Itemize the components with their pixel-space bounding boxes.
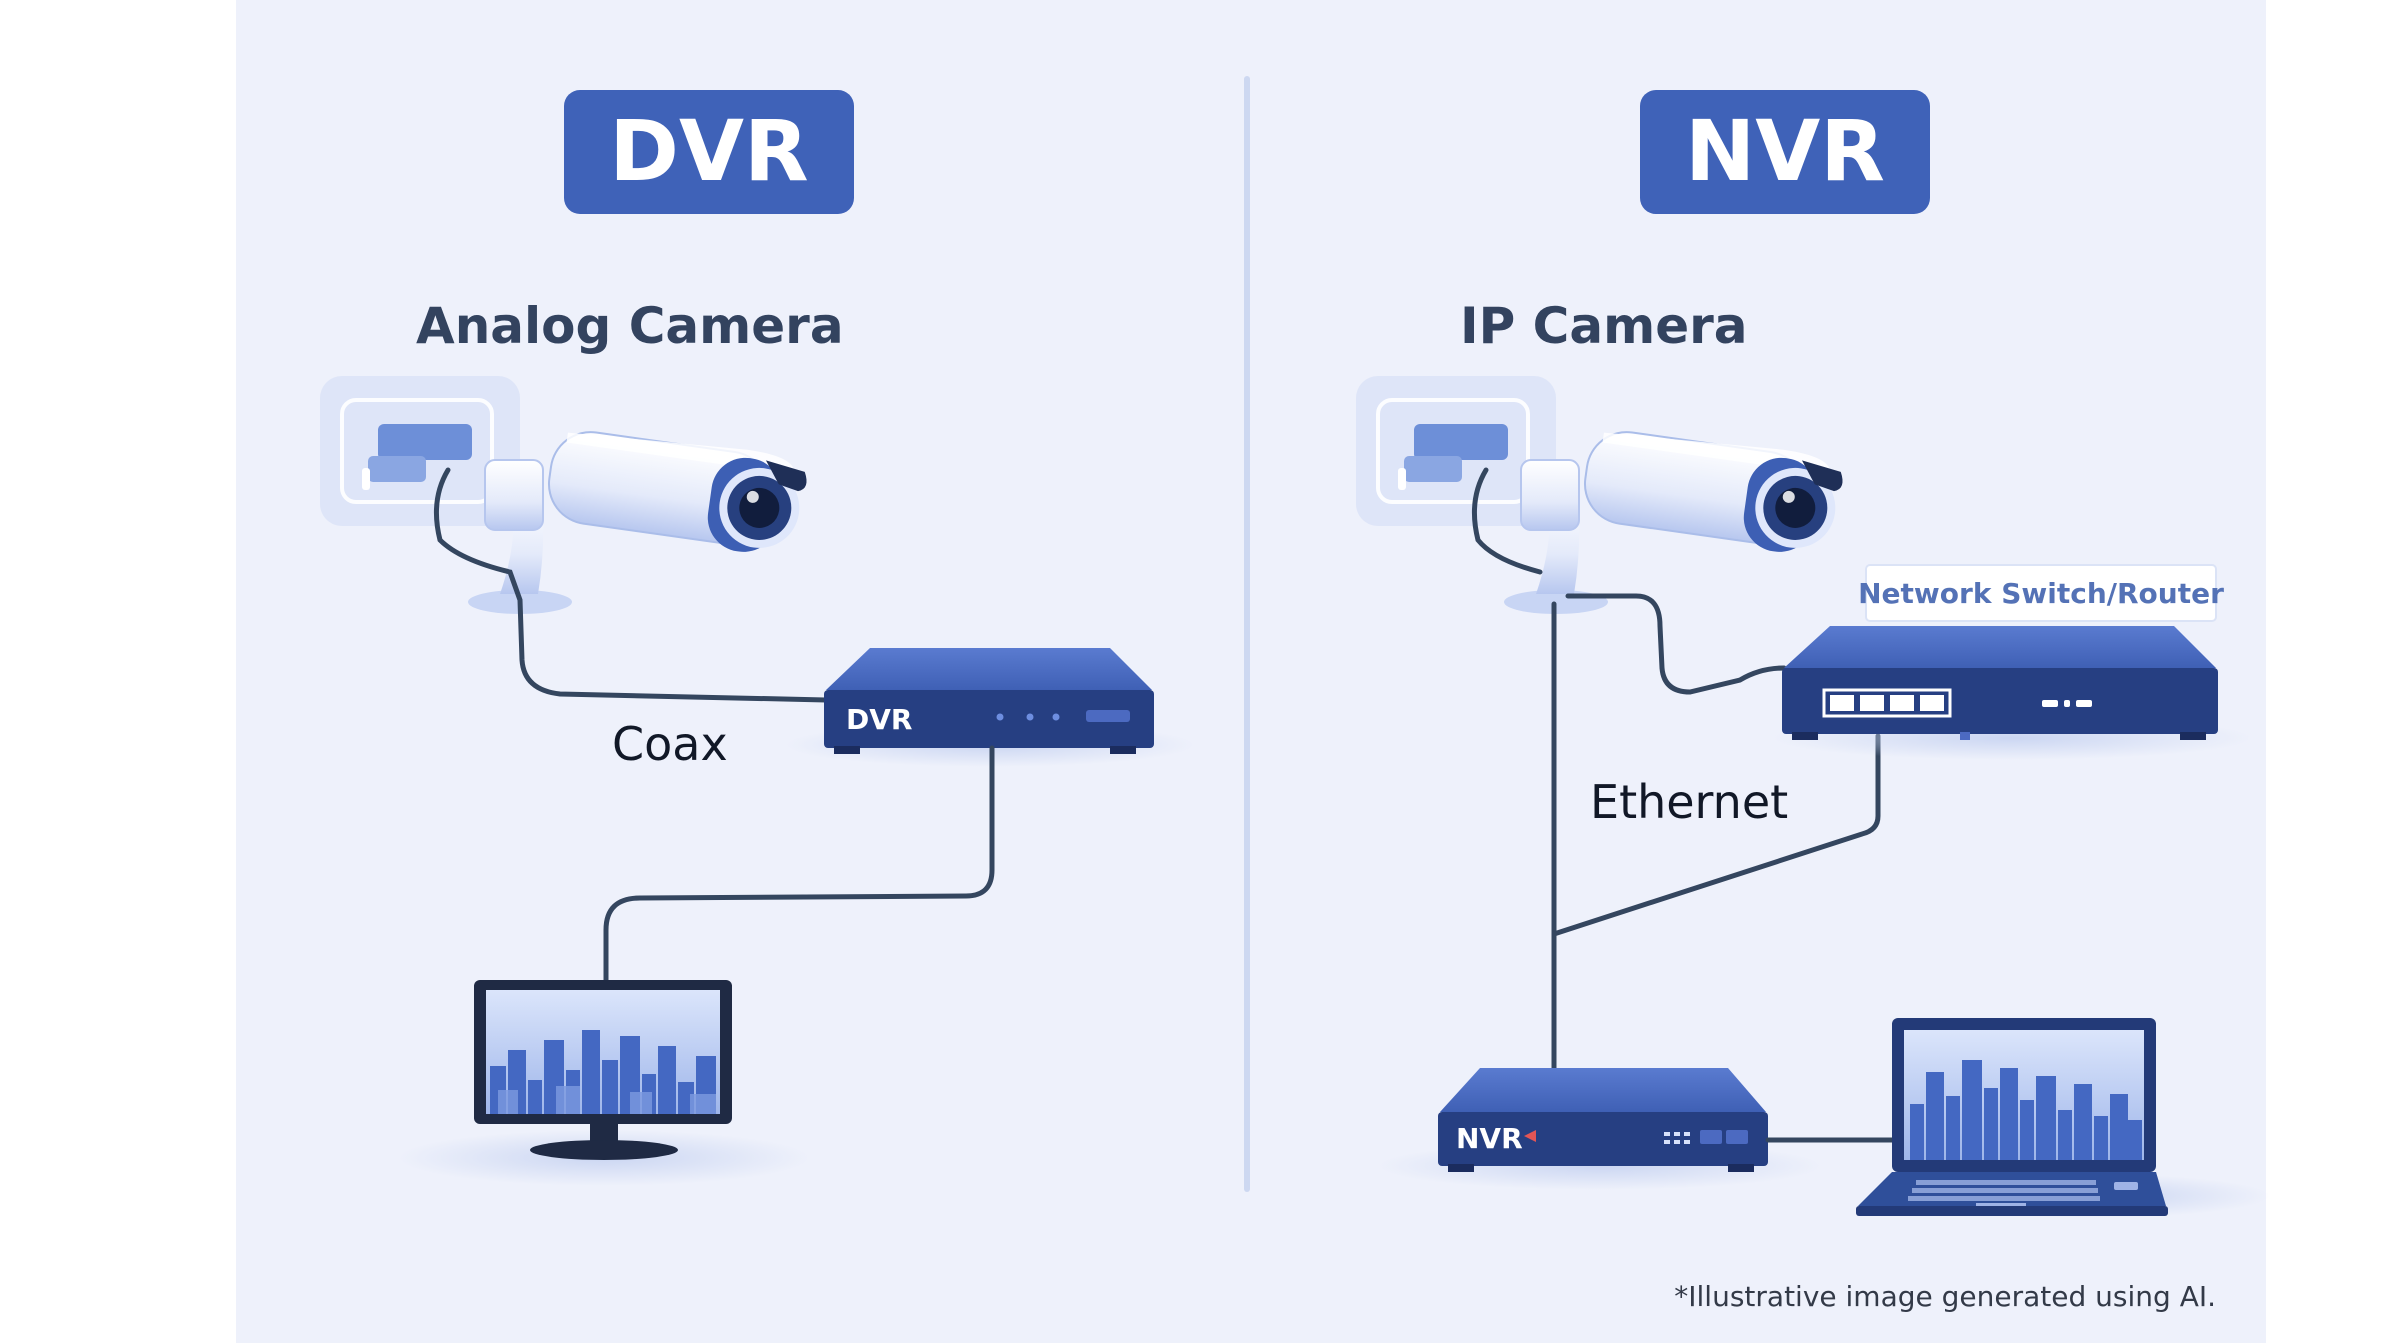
monitor-cable [603, 745, 995, 987]
dvr-title-text: DVR [609, 102, 808, 200]
laptop-icon [1856, 1018, 2270, 1218]
camera-to-switch-cable [1565, 593, 1787, 695]
ip-camera-label: IP Camera [1460, 297, 1748, 355]
coax-label: Coax [612, 717, 728, 771]
coax-cable [433, 467, 829, 703]
nvr-display-icon [1700, 1130, 1722, 1144]
center-divider [1244, 76, 1250, 1192]
analog-camera-label: Analog Camera [416, 297, 844, 355]
dvr-title-badge [564, 90, 854, 214]
nvr-device: NVR [1378, 1068, 1822, 1190]
dvr-led-icon [996, 713, 1004, 721]
dvr-led-icon [1026, 713, 1034, 721]
dvr-section: DVR Analog Camera Coax DVR [318, 90, 1195, 1186]
dvr-led-icon [1052, 713, 1060, 721]
dvr-device-label: DVR [846, 703, 912, 736]
nvr-section: NVR IP Camera Ethernet Network Switch/Ro… [1354, 90, 2270, 1218]
ai-disclaimer-footnote: *Illustrative image generated using AI. [1674, 1280, 2216, 1313]
switch-to-nvr-cable [1551, 733, 1881, 937]
nvr-led-icon [1664, 1132, 1690, 1144]
nvr-title-badge [1640, 90, 1930, 214]
switch-port-icon [1822, 688, 1952, 718]
laptop-keyboard-icon [1908, 1180, 2100, 1201]
nvr-device-label: NVR [1456, 1122, 1523, 1155]
nvr-title-text: NVR [1685, 102, 1885, 200]
switch-led-icon [2042, 700, 2092, 707]
dvr-display-icon [1086, 710, 1130, 722]
network-switch-icon [1772, 626, 2252, 760]
dvr-device: DVR [785, 648, 1195, 767]
camera-pigtail-cable [1471, 467, 1543, 575]
network-switch-tag: Network Switch/Router [1858, 564, 2224, 622]
nvr-status-icon [1524, 1130, 1536, 1142]
network-switch-label: Network Switch/Router [1858, 577, 2224, 610]
nvr-display-icon [1726, 1130, 1748, 1144]
monitor-icon [398, 980, 810, 1186]
ethernet-label: Ethernet [1590, 775, 1788, 829]
